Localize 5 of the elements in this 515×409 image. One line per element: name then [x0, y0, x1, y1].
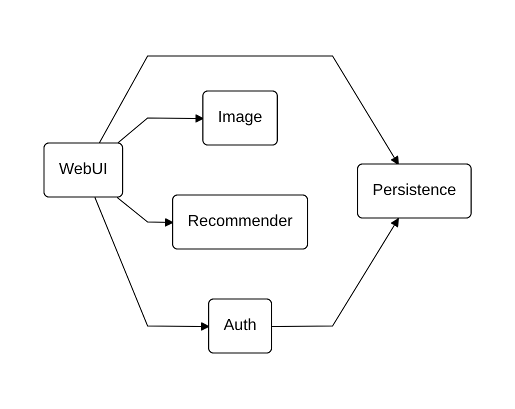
arrow	[116, 197, 174, 227]
arrow	[94, 197, 210, 331]
arrow	[98, 56, 399, 165]
arrow	[116, 114, 204, 144]
arrow	[271, 218, 399, 327]
